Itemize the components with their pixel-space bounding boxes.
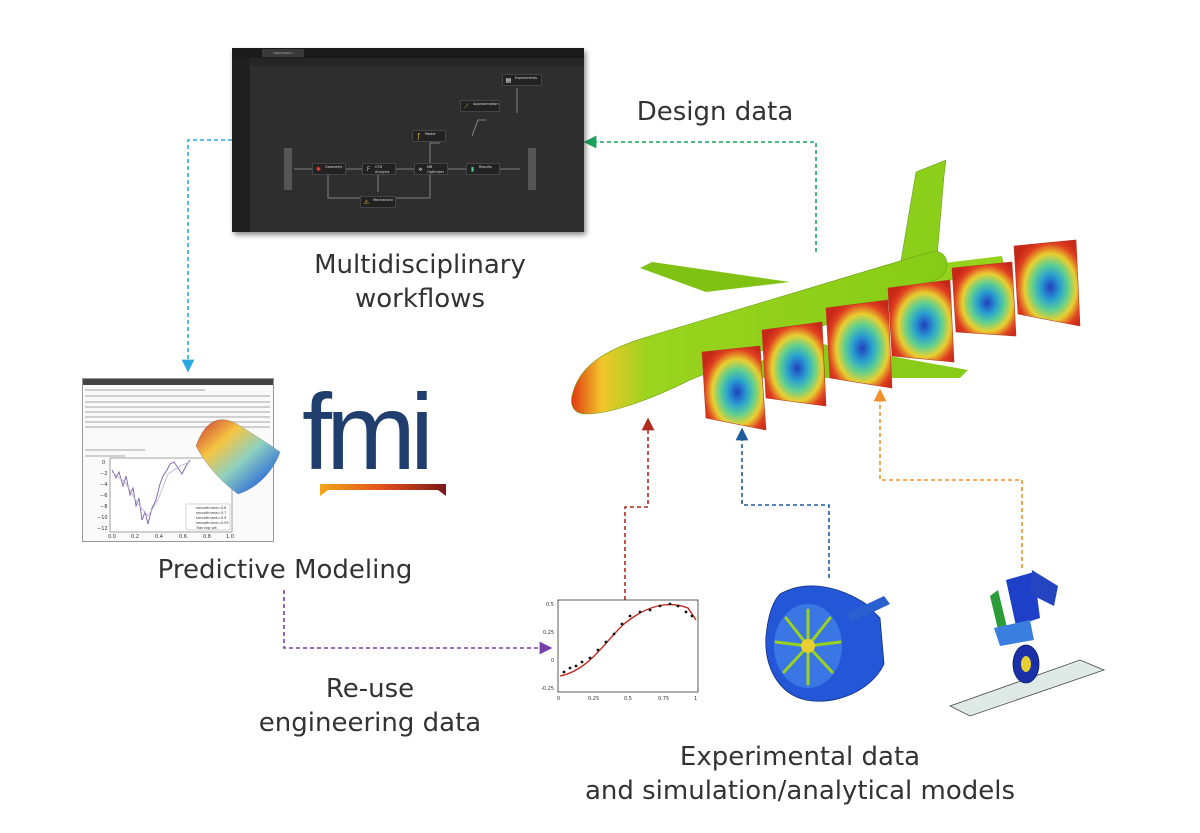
workflow-titlebar — [232, 48, 584, 58]
workflow-links — [284, 88, 536, 199]
label-predictive-modeling: Predictive Modeling — [157, 555, 413, 585]
fmi-logo-bar — [320, 484, 446, 496]
geometry-icon: ✱ — [315, 166, 322, 173]
node-experiments[interactable]: ▤Experiments — [502, 74, 542, 86]
node-geometry[interactable]: ✱Geometry — [312, 163, 346, 175]
mechanical-icon: ⚠ — [363, 199, 370, 206]
cfd-icon: F — [366, 166, 371, 173]
predictive-titlebar — [83, 379, 273, 385]
arrow-reuse-engineering-data — [283, 590, 553, 655]
approx-icon: ⟋ — [464, 103, 469, 110]
arrow-gear-to-plane — [873, 388, 1023, 568]
arrow-design-data — [583, 135, 817, 252]
results-icon: ▮ — [470, 166, 475, 173]
fmi-logo: fmi — [296, 378, 454, 502]
workflow-tab[interactable]: Optimization — [262, 49, 304, 57]
arrow-chart-to-plane — [624, 417, 655, 600]
node-mb-optimizer[interactable]: ⟡MB Optimizer — [414, 163, 448, 175]
predictive-modeling-screenshot — [82, 378, 274, 542]
label-design-data: Design data — [636, 97, 794, 127]
optimizer-icon: ⟡ — [418, 166, 423, 173]
arrow-workflow-to-predictive — [181, 139, 232, 373]
experiments-icon: ▤ — [505, 77, 512, 84]
workflow-sidebar — [232, 58, 250, 232]
label-reuse-engineering-data: Re-use engineering data — [258, 674, 482, 738]
arrow-engine-to-plane — [735, 427, 830, 578]
label-multidisciplinary-workflows: Multidisciplinary workflows — [314, 250, 526, 314]
model-icon: ƒ — [417, 133, 420, 140]
node-results[interactable]: ▮Results — [466, 163, 500, 175]
node-approximation[interactable]: ⟋Approximation — [460, 100, 500, 112]
label-experimental-data: Experimental data and simulation/analyti… — [584, 742, 1016, 806]
workflow-toolbar — [250, 58, 584, 66]
node-mechanical[interactable]: ⚠Mechanical — [360, 196, 396, 208]
